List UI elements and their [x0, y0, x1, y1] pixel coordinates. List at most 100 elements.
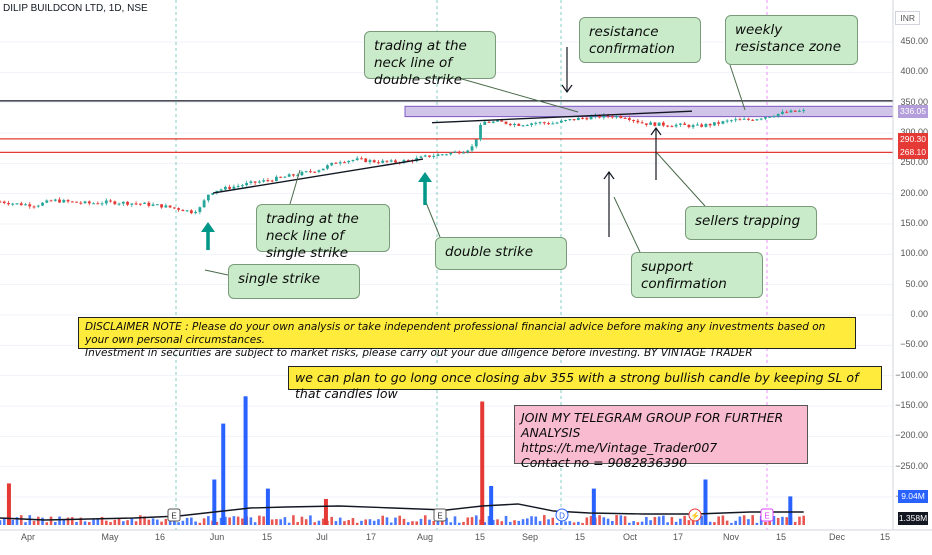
volume-bar — [798, 516, 801, 525]
volume-bar — [751, 515, 754, 525]
volume-bar — [92, 519, 95, 525]
candle-body — [479, 124, 482, 140]
volume-bar — [15, 517, 19, 525]
volume-bar — [725, 520, 729, 525]
candle-body — [151, 204, 155, 206]
volume-bar — [547, 519, 550, 525]
volume-bar — [347, 520, 350, 525]
candle-body — [62, 199, 66, 203]
candle-body — [632, 120, 636, 122]
volume-spike-0 — [6, 483, 11, 525]
marker-shape — [167, 508, 181, 522]
price-tag-2: 268.10 — [898, 146, 928, 160]
candle-body — [219, 189, 223, 191]
volume-bar — [134, 521, 138, 525]
volume-bar — [487, 516, 491, 525]
volume-bar — [215, 521, 219, 525]
candle-body — [657, 122, 661, 126]
volume-bar — [525, 518, 529, 525]
resistance-arrow — [561, 47, 573, 94]
candle-body — [164, 205, 168, 208]
candle-body — [695, 124, 699, 126]
volume-bar — [262, 516, 265, 525]
y-tick-label: 100.00 — [900, 248, 928, 259]
candle-body — [772, 116, 776, 118]
marker-label: E — [437, 512, 442, 521]
x-tick-label: 15 — [879, 532, 891, 542]
volume-spike-1 — [212, 479, 217, 525]
candle-body — [279, 176, 283, 178]
volume-bar — [113, 519, 117, 525]
candle-body — [343, 162, 346, 164]
candle-body — [623, 117, 627, 119]
candle-body — [534, 122, 538, 124]
volume-bar — [521, 519, 525, 525]
x-tick-label: Dec — [828, 532, 846, 542]
candle-body — [70, 201, 74, 203]
neckline-double — [431, 110, 693, 124]
volume-bar — [394, 517, 397, 525]
currency-label[interactable]: INR — [895, 11, 920, 25]
candle-body — [453, 151, 457, 153]
volume-bar — [555, 522, 559, 525]
volume-bar — [696, 518, 699, 525]
y-tick-label: 400.00 — [900, 66, 928, 77]
symbol-title[interactable]: DILIP BUILDCON LTD, 1D, NSE — [3, 3, 148, 14]
candle-body — [32, 206, 36, 208]
candle-body — [292, 174, 295, 176]
candle-body — [742, 118, 746, 120]
volume-bar — [109, 522, 112, 525]
volume-bar — [679, 518, 682, 525]
candle-body — [321, 168, 325, 171]
telegram-line-2[interactable]: https://t.me/Vintage_Trader007 — [521, 440, 718, 455]
candle-body — [83, 201, 87, 204]
x-tick-label: Nov — [722, 532, 740, 542]
candle-body — [19, 203, 23, 206]
volume-bar — [355, 522, 359, 525]
candle-body — [576, 117, 580, 121]
volume-bar — [377, 519, 380, 525]
volume-bar — [351, 518, 355, 525]
trading-single-note: trading at the neck line of single strik… — [256, 204, 390, 261]
candle-body — [781, 111, 784, 114]
candle-body — [423, 155, 427, 157]
candle-body — [525, 124, 529, 126]
volume-bar — [309, 515, 312, 525]
candle-body — [798, 110, 801, 112]
volume-tag-1: 1.358M — [898, 512, 928, 525]
candle-body — [134, 203, 138, 205]
candle-body — [449, 152, 453, 155]
candle-body — [661, 122, 665, 126]
volume-bar — [117, 518, 121, 525]
arrow-head — [561, 84, 573, 94]
candle-body — [41, 202, 44, 206]
marker-label: ⚡ — [690, 511, 700, 521]
candle-body — [445, 154, 448, 156]
volume-bar — [530, 516, 533, 525]
candle-body — [649, 122, 653, 125]
candle-body — [598, 115, 601, 118]
candle-body — [194, 211, 198, 214]
volume-bar — [100, 516, 104, 525]
volume-bar — [317, 520, 321, 525]
candle-body — [49, 200, 53, 202]
candle-body — [347, 160, 351, 163]
volume-bar — [143, 516, 146, 525]
volume-bar — [764, 521, 767, 525]
volume-bar — [802, 515, 805, 525]
candle-body — [547, 123, 550, 125]
x-tick-label: Oct — [622, 532, 638, 542]
candle-body — [776, 113, 780, 117]
candle-body — [487, 121, 491, 123]
arrow-head — [418, 172, 432, 182]
volume-bar — [32, 520, 36, 525]
volume-bar — [241, 518, 244, 525]
volume-bar — [253, 522, 257, 525]
x-tick-label: 17 — [365, 532, 377, 542]
candle-body — [326, 165, 329, 169]
candle-body — [334, 162, 338, 164]
candle-body — [92, 203, 95, 205]
candle-body — [678, 123, 682, 125]
volume-bar — [360, 520, 363, 525]
